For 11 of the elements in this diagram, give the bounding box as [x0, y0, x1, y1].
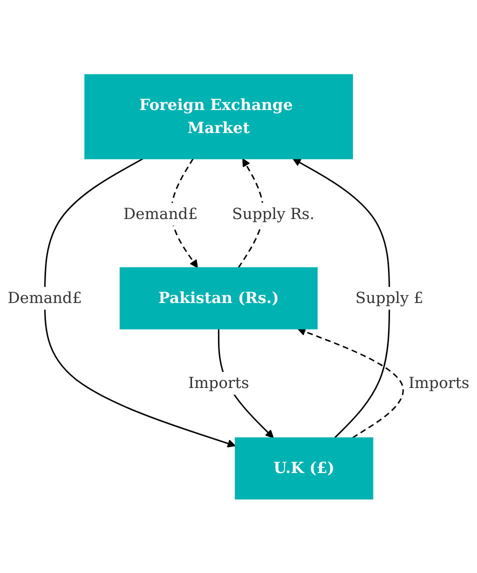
node-box: Foreign Exchange Market [84, 74, 353, 159]
arrow [292, 158, 390, 438]
node-box: U.K (£) [234, 437, 374, 500]
node-box: Pakistan (Rs.) [120, 266, 318, 330]
edge-label: Imports [408, 373, 470, 392]
edge-label: Imports [188, 373, 250, 392]
edge-label: Supply £ [355, 288, 424, 307]
arrow [297, 327, 404, 438]
edge-label: Demand£ [8, 288, 82, 307]
edge-label: Supply Rs. [232, 204, 315, 222]
edge-label: Demand£ [123, 204, 198, 223]
